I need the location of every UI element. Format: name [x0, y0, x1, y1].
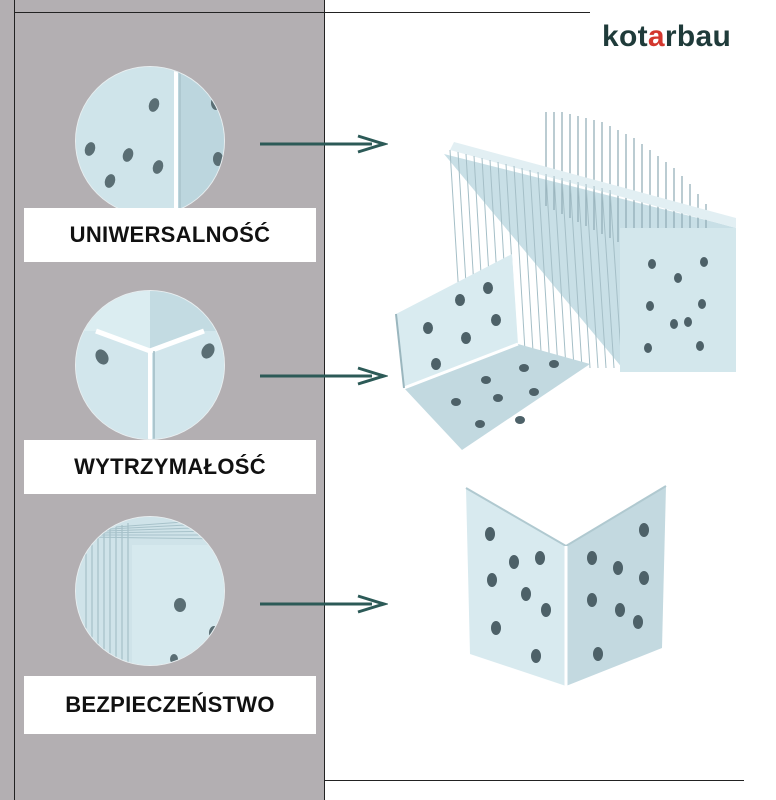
- bracket-stack-product-image: [395, 112, 736, 450]
- brand-logo: kotarbau: [602, 20, 731, 54]
- bracket-stack-closeup-icon: [75, 516, 225, 666]
- bottom-border-line: [324, 780, 744, 781]
- panel-divider-line: [324, 0, 325, 800]
- logo-suffix: rbau: [664, 20, 732, 53]
- arrow-right-icon: [260, 366, 388, 386]
- left-border-line: [14, 0, 15, 800]
- arrow-right-icon: [260, 134, 388, 154]
- feature-label-durability: WYTRZYMAŁOŚĆ: [24, 440, 316, 494]
- arrow-right-icon: [260, 594, 388, 614]
- bracket-corner-closeup-icon: [75, 290, 225, 440]
- logo-prefix: kot: [602, 20, 648, 53]
- single-bracket-product-image: [465, 485, 667, 686]
- feature-label-universality: UNIWERSALNOŚĆ: [24, 208, 316, 262]
- feature-label-safety: BEZPIECZEŃSTWO: [24, 676, 316, 734]
- logo-accent-letter: a: [647, 20, 665, 53]
- bracket-holes-closeup-icon: [75, 66, 225, 216]
- top-border-line: [14, 12, 590, 13]
